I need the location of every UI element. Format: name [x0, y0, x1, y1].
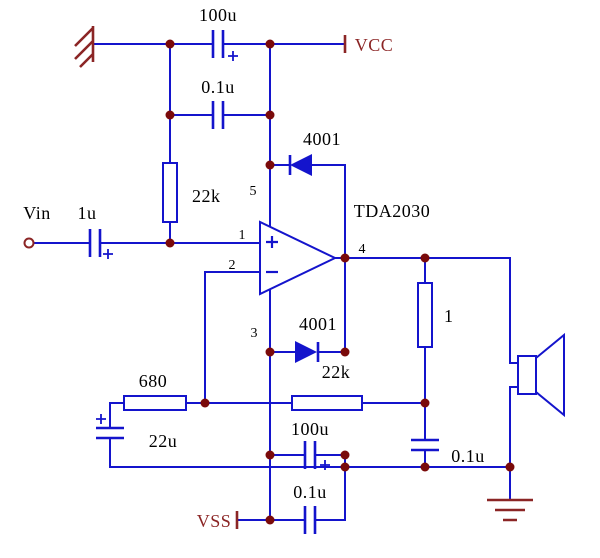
junction-dot [165, 238, 175, 248]
zobel-cap-0.1u: 0.1u [411, 438, 485, 466]
vcc-bulk-cap-100u: 100u [199, 5, 238, 61]
earth-ground-icon [487, 498, 533, 522]
junction-dots [165, 39, 515, 525]
wire-gain-network-left [109, 402, 125, 468]
gain-resistor-value: 680 [139, 371, 168, 391]
pin-label-5: 5 [250, 184, 257, 199]
polarity-plus-icon [96, 414, 106, 424]
junction-dot [340, 462, 350, 472]
cap-plates [88, 229, 102, 257]
junction-dot [505, 462, 515, 472]
gain-cap-22u: 22u [96, 414, 177, 451]
bias-resistor-value: 22k [192, 186, 221, 206]
ic-name-label: TDA2030 [354, 201, 431, 221]
gain-cap-value: 22u [149, 431, 178, 451]
vin-label: Vin [23, 203, 50, 223]
speaker-horn-icon [535, 332, 565, 418]
junction-dot [420, 462, 430, 472]
pin-label-3: 3 [251, 326, 258, 341]
junction-dot [165, 39, 175, 49]
opamp-triangle [259, 220, 338, 296]
gain-resistor-680: 680 [123, 371, 187, 411]
cap-plates [96, 426, 124, 440]
vcc-hf-cap-value: 0.1u [201, 77, 235, 97]
resistor-body [162, 162, 178, 223]
resistor-body [291, 395, 363, 411]
input-terminal-icon [23, 237, 35, 249]
wire-speaker-connections [509, 257, 519, 468]
feedback-resistor-22k: 22k [291, 362, 363, 411]
junction-dot [265, 160, 275, 170]
clamp-diode-top-value: 4001 [303, 129, 341, 149]
zobel-resistor-1: 1 [417, 282, 454, 348]
junction-dot [340, 253, 350, 263]
junction-dot [265, 347, 275, 357]
vss-label: VSS [197, 511, 232, 531]
chassis-ground-icon [74, 26, 95, 68]
junction-dot [420, 253, 430, 263]
junction-dot [265, 515, 275, 525]
noninverting-plus-icon [266, 236, 278, 248]
earth-ground-bottom [487, 466, 533, 522]
input-port-vin: Vin [23, 203, 50, 249]
diode-arrow [295, 341, 317, 363]
pin-label-1: 1 [239, 228, 246, 243]
cap-plates [303, 506, 317, 534]
speaker-body [517, 355, 537, 395]
junction-dot [265, 110, 275, 120]
junction-dot [200, 398, 210, 408]
junction-dot [340, 347, 350, 357]
clamp-diode-4001-bottom: 4001 [295, 314, 337, 363]
vss-bulk-cap-100u: 100u [291, 419, 330, 470]
polarity-plus-icon [228, 51, 238, 61]
polarity-plus-icon [103, 249, 113, 259]
vss-hf-cap-value: 0.1u [293, 482, 327, 502]
chassis-ground-top [74, 26, 95, 68]
clamp-diode-bottom-value: 4001 [299, 314, 337, 334]
cap-plates [211, 101, 225, 129]
cap-plates [211, 30, 225, 58]
wire-inverting-input [204, 271, 261, 404]
vcc-bulk-cap-value: 100u [199, 5, 237, 25]
input-cap-value: 1u [78, 203, 97, 223]
vcc-hf-cap-0.1u: 0.1u [201, 77, 235, 129]
vss-bulk-cap-value: 100u [291, 419, 329, 439]
bias-resistor-22k: 22k [162, 162, 221, 223]
vcc-terminal: VCC [343, 35, 394, 55]
opamp-tda2030: TDA2030 1 2 3 4 5 [229, 184, 431, 341]
junction-dot [420, 398, 430, 408]
junction-dot [265, 39, 275, 49]
resistor-body [417, 282, 433, 348]
junction-dot [165, 110, 175, 120]
junction-dot [265, 450, 275, 460]
junction-dot [340, 450, 350, 460]
vss-terminal: VSS [197, 511, 239, 531]
diode-arrow [290, 154, 312, 176]
resistor-body [123, 395, 187, 411]
feedback-resistor-value: 22k [322, 362, 351, 382]
cap-plates [411, 438, 439, 452]
clamp-diode-4001-top: 4001 [288, 129, 341, 176]
speaker [517, 332, 565, 418]
polarity-plus-icon [320, 460, 330, 470]
cap-plates [303, 441, 317, 469]
pin-label-2: 2 [229, 258, 236, 273]
vss-hf-cap-0.1u: 0.1u [293, 482, 327, 534]
zobel-cap-value: 0.1u [451, 446, 485, 466]
input-cap-1u: 1u [78, 203, 113, 259]
vcc-label: VCC [355, 35, 394, 55]
zobel-resistor-value: 1 [444, 306, 454, 326]
pin-label-4: 4 [359, 242, 366, 257]
